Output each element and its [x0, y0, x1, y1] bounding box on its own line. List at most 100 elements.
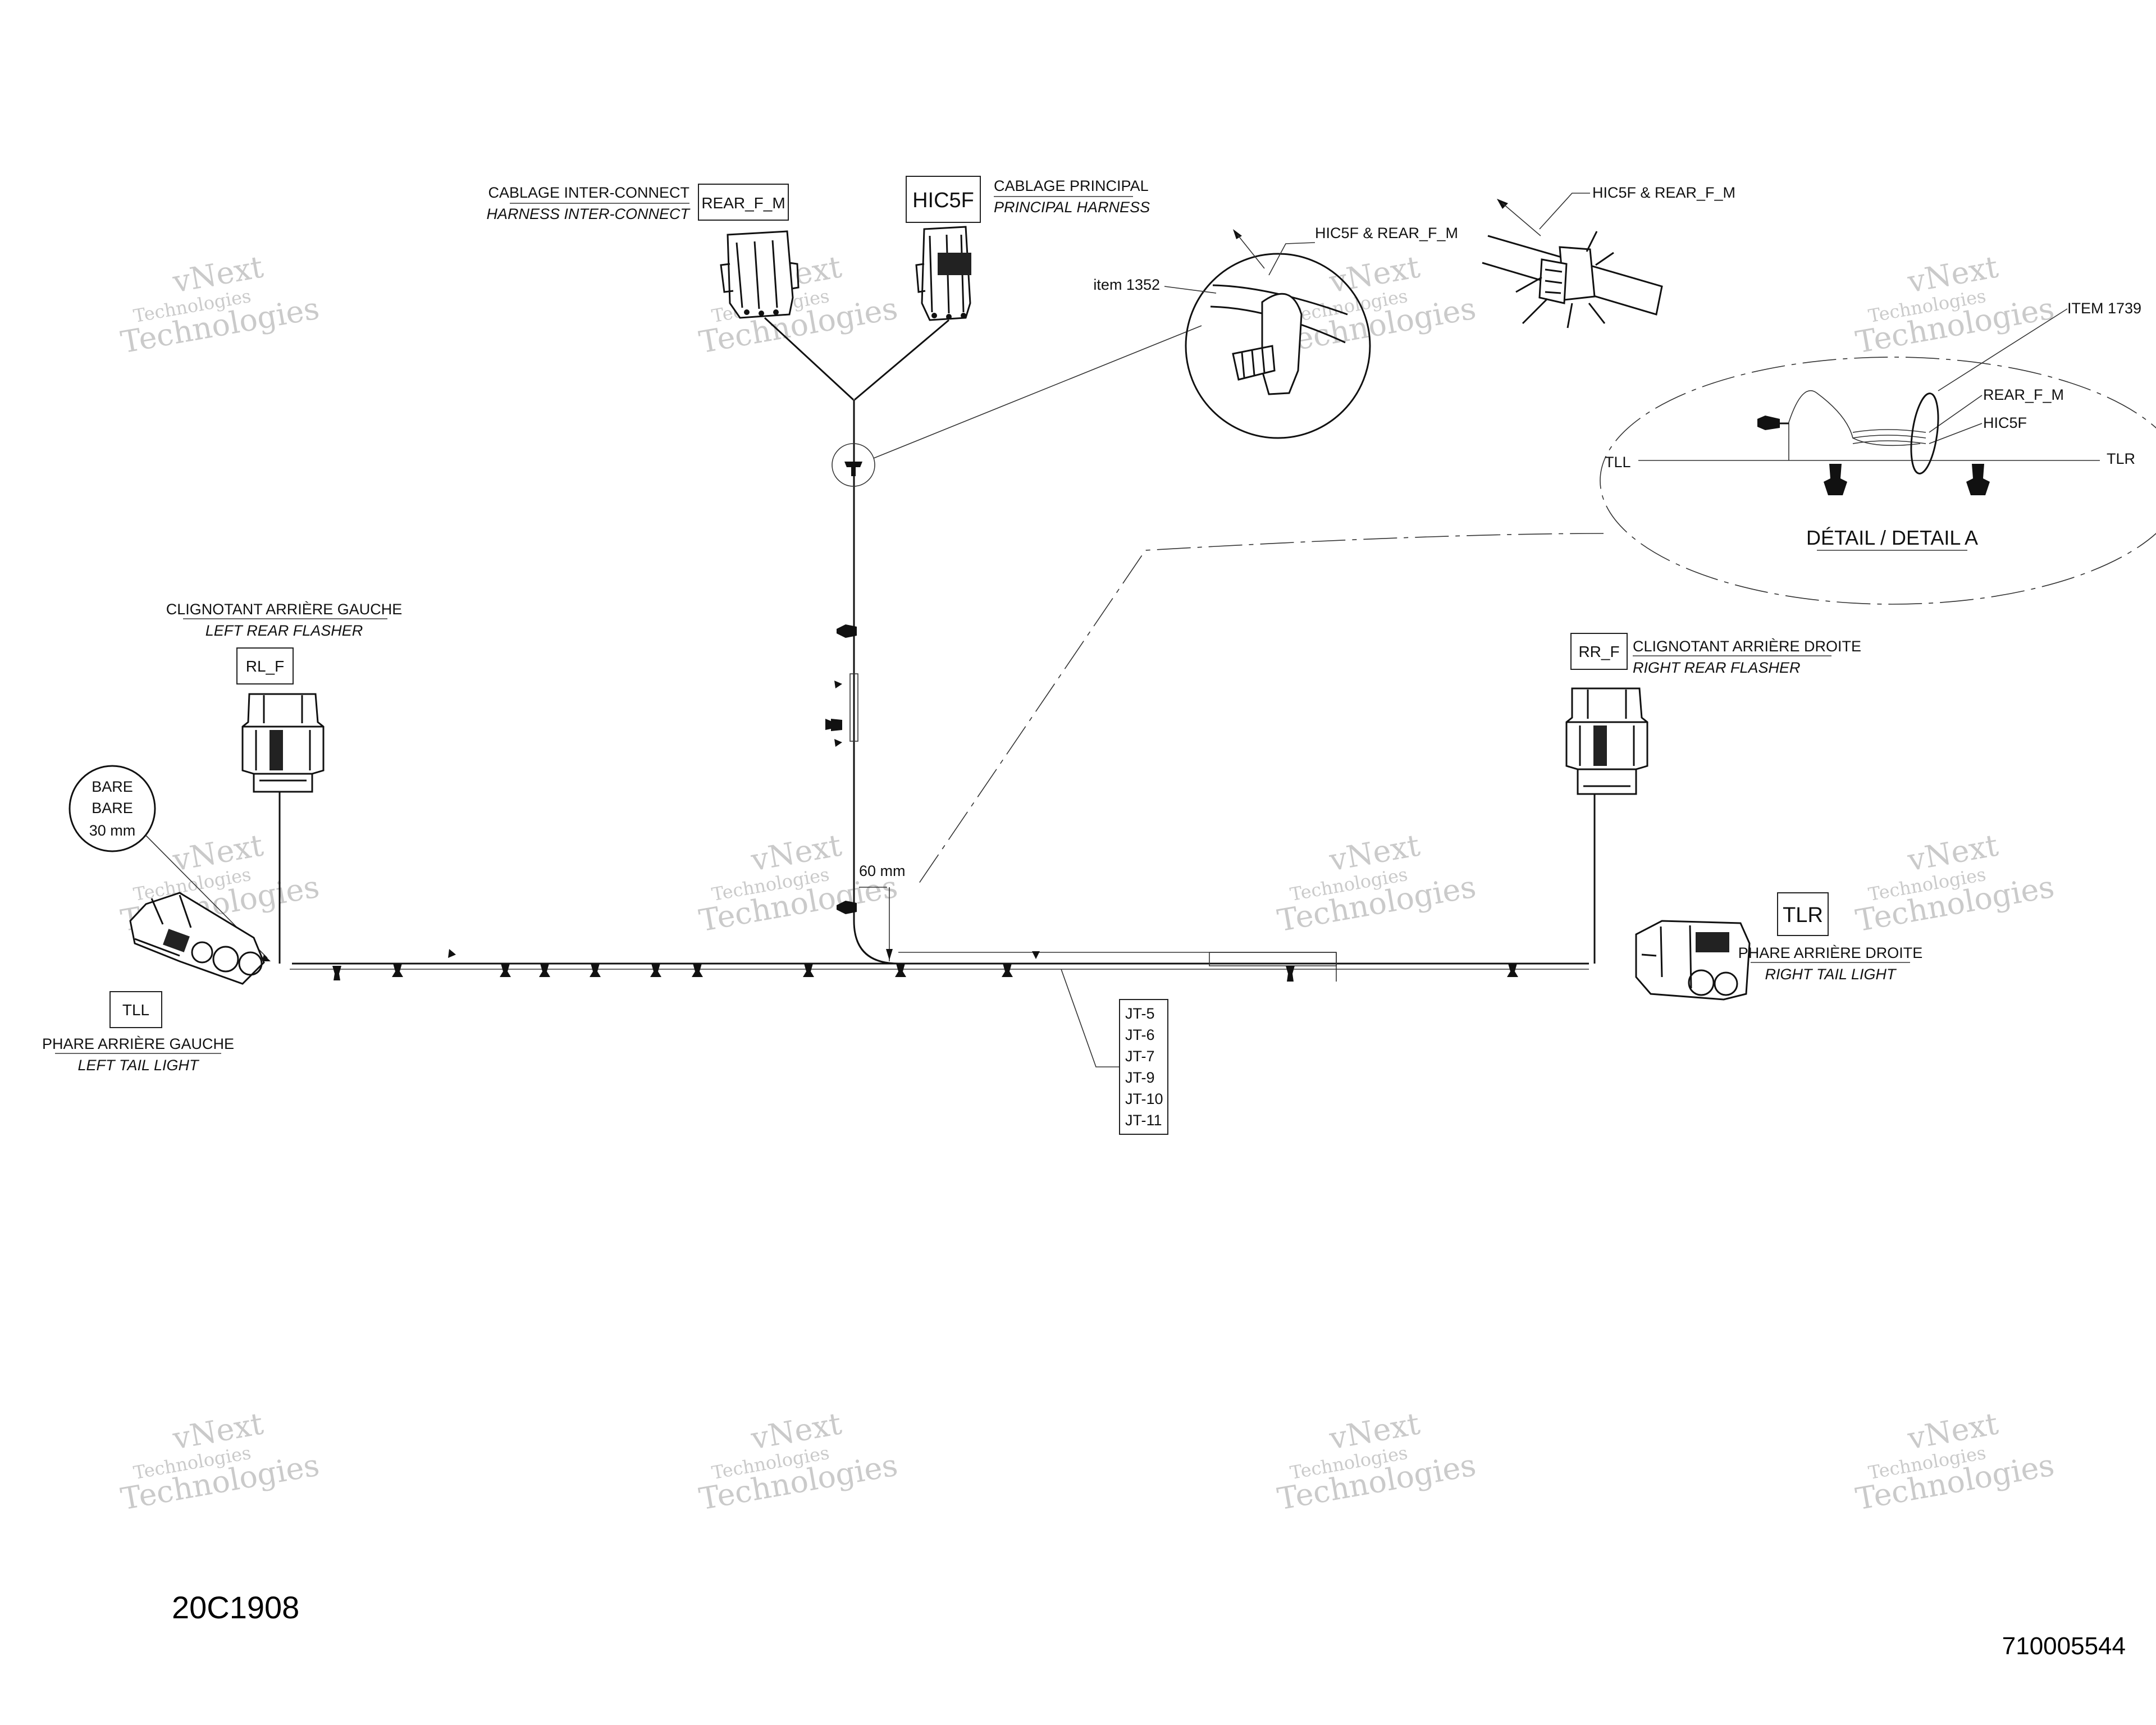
watermark: vNext Technologies Technologies — [696, 1405, 900, 1517]
rl-f-box-label: RL_F — [246, 658, 284, 675]
clip-icon — [1757, 416, 1780, 430]
arrow-icon — [834, 739, 842, 747]
tll-connector-icon — [129, 892, 265, 985]
principal-harness-label: PRINCIPAL HARNESS — [994, 199, 1150, 216]
rl-f-box — [236, 647, 294, 684]
harness-inter-connect-label: HARNESS INTER-CONNECT — [486, 206, 691, 222]
rear-f-m-box-label: REAR_F_M — [701, 194, 785, 212]
tlr-connector-icon — [1635, 920, 1751, 1001]
bare-label-2: BARE — [92, 800, 133, 816]
dim-60-label: 60 mm — [859, 862, 906, 879]
cablage-inter-connect-label: CABLAGE INTER-CONNECT — [488, 184, 689, 201]
bare-label-1: BARE — [92, 778, 133, 795]
wire-rear-f-m — [764, 317, 855, 401]
bare-label-3: 30 mm — [89, 822, 136, 839]
clip-icon — [1002, 964, 1013, 977]
detail-a-title: DÉTAIL / DETAIL A — [1806, 526, 1978, 549]
clip-icon — [895, 964, 906, 977]
right-rear-flasher-group: RR_F CLIGNOTANT ARRIÈRE DROITE RIGHT REA… — [1565, 633, 1861, 964]
watermark: vNext Technologies Technologies — [1853, 1405, 2057, 1517]
clip-icon — [837, 901, 857, 914]
clip-icon — [590, 964, 601, 977]
tlr-box — [1777, 892, 1829, 936]
watermark: vNext Technologies Technologies — [1853, 249, 2057, 360]
detail-a: ITEM 1739 REAR_F_M HIC5F TLL TLR DÉTAIL … — [916, 300, 2156, 888]
leader — [1539, 193, 1590, 230]
watermark: vNext Technologies Technologies — [1275, 1405, 1478, 1517]
trunk-clips — [825, 624, 858, 914]
diagram-code: 20C1908 — [172, 1590, 299, 1625]
clignotant-droite-label: CLIGNOTANT ARRIÈRE DROITE — [1633, 638, 1861, 655]
jt-label: JT-10 — [1125, 1090, 1163, 1107]
top-connector-labels: CABLAGE INTER-CONNECT HARNESS INTER-CONN… — [486, 176, 1150, 223]
right-rear-flasher-label: RIGHT REAR FLASHER — [1633, 659, 1801, 676]
hic5f-connector-icon — [915, 226, 971, 321]
jt-box — [1119, 999, 1168, 1135]
detail-tll-label: TLL — [1605, 454, 1631, 471]
clip-icon — [332, 966, 341, 980]
part-number: 710005544 — [2002, 1632, 2126, 1660]
clip-detail: item 1352 HIC5F & REAR_F_M — [1093, 225, 1458, 439]
jt-label: JT-5 — [1125, 1005, 1155, 1022]
tll-box-label: TLL — [122, 1001, 149, 1019]
right-tail-light-label: RIGHT TAIL LIGHT — [1765, 966, 1897, 983]
watermarks: vNext Technologies Technologies vNext Te… — [118, 249, 2057, 1517]
detail-tlr-label: TLR — [2107, 450, 2135, 467]
rear-f-m-box — [698, 184, 789, 221]
leader — [1164, 286, 1217, 294]
clip-icon — [650, 964, 661, 977]
clip-icon — [837, 624, 857, 638]
arrow-icon — [834, 681, 842, 688]
clip-icon — [500, 964, 511, 977]
rear-f-m-connector-icon — [720, 230, 800, 319]
watermark: vNext Technologies Technologies — [1853, 827, 2057, 938]
item-1739-label: ITEM 1739 — [2067, 300, 2141, 317]
watermark: vNext Technologies Technologies — [1275, 827, 1478, 938]
leader — [1938, 308, 2068, 391]
jt-label: JT-9 — [1125, 1069, 1155, 1086]
harness-clips — [332, 949, 1518, 982]
rr-f-box — [1570, 633, 1628, 670]
main-harness-horizontal — [290, 952, 1589, 982]
arrow-icon — [1233, 229, 1242, 239]
watermark: vNext Technologies Technologies — [118, 1405, 322, 1517]
jt-callout: JT-5 JT-6 JT-7 JT-9 JT-10 JT-11 — [1061, 969, 1168, 1135]
clip-on-tube-icon: HIC5F & REAR_F_M — [1482, 184, 1735, 328]
rr-f-box-label: RR_F — [1578, 643, 1619, 660]
leader-to-detail — [873, 325, 1202, 459]
clip-icon — [392, 964, 403, 977]
clignotant-gauche-label: CLIGNOTANT ARRIÈRE GAUCHE — [166, 601, 403, 618]
watermark: vNext Technologies Technologies — [118, 249, 322, 360]
junction-detail-circle — [832, 443, 875, 487]
phare-droite-label: PHARE ARRIÈRE DROITE — [1738, 944, 1923, 961]
hic5f-rear-f-m-label-2: HIC5F & REAR_F_M — [1592, 184, 1735, 201]
bare-callout: BARE BARE 30 mm — [68, 765, 271, 961]
phare-gauche-label: PHARE ARRIÈRE GAUCHE — [42, 1035, 234, 1052]
left-tail-light-label: LEFT TAIL LIGHT — [77, 1057, 200, 1074]
detail-rear-f-m-label: REAR_F_M — [1983, 386, 2064, 403]
clip-icon — [539, 964, 550, 977]
clip-icon — [1507, 964, 1518, 977]
watermark: vNext Technologies Technologies — [696, 249, 900, 360]
arrow-icon — [448, 949, 456, 958]
clip-icon — [1824, 464, 1847, 495]
cablage-principal-label: CABLAGE PRINCIPAL — [994, 177, 1149, 194]
left-rear-flasher-group: CLIGNOTANT ARRIÈRE GAUCHE LEFT REAR FLAS… — [166, 601, 403, 964]
arrow-icon — [1032, 951, 1040, 959]
clip-icon — [1286, 966, 1295, 982]
clip-icon — [831, 719, 842, 731]
hic5f-box-label: HIC5F — [912, 189, 974, 212]
leader — [1061, 969, 1121, 1067]
clip-icon — [692, 964, 703, 977]
hic5f-box — [906, 176, 981, 223]
clip-icon — [1966, 464, 1990, 495]
hic5f-rear-f-m-label-1: HIC5F & REAR_F_M — [1315, 225, 1458, 241]
tlr-box-label: TLR — [1783, 903, 1823, 927]
jt-label: JT-11 — [1125, 1112, 1162, 1129]
jt-label: JT-7 — [1125, 1048, 1155, 1065]
wire-hic5f — [854, 319, 949, 401]
trunk-sleeve — [849, 673, 858, 742]
detail-hic5f-label: HIC5F — [1983, 414, 2027, 431]
left-rear-flasher-label: LEFT REAR FLASHER — [205, 622, 363, 639]
